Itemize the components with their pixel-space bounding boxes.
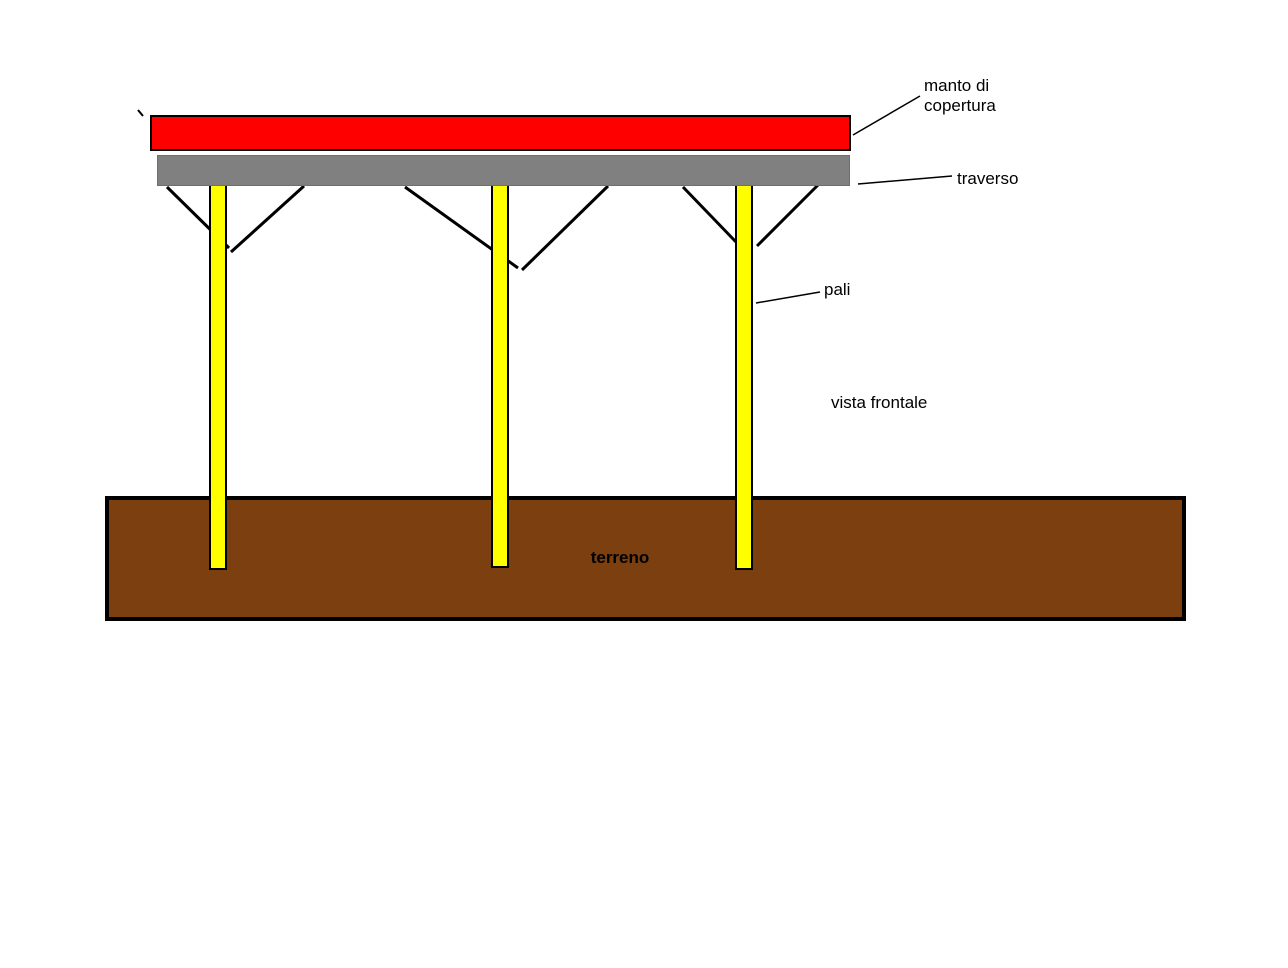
brace-right-pole-1 xyxy=(229,184,306,254)
stray-mark xyxy=(137,109,144,117)
brace-left-pole-3 xyxy=(681,185,739,245)
roof-label: manto di copertura xyxy=(924,76,996,115)
beam-label: traverso xyxy=(957,169,1019,188)
leader-line-beam xyxy=(857,175,953,185)
roof-rectangle xyxy=(150,115,851,151)
leader-line-poles xyxy=(755,291,821,304)
brace-right-pole-2 xyxy=(520,184,610,272)
view-title-label: vista frontale xyxy=(831,393,928,412)
ground-label: terreno xyxy=(590,548,650,567)
brace-right-pole-3 xyxy=(755,183,820,248)
poles-label: pali xyxy=(824,280,851,299)
ground-rectangle xyxy=(105,496,1186,621)
crossbeam-rectangle xyxy=(157,155,850,186)
leader-line-roof xyxy=(852,95,921,136)
